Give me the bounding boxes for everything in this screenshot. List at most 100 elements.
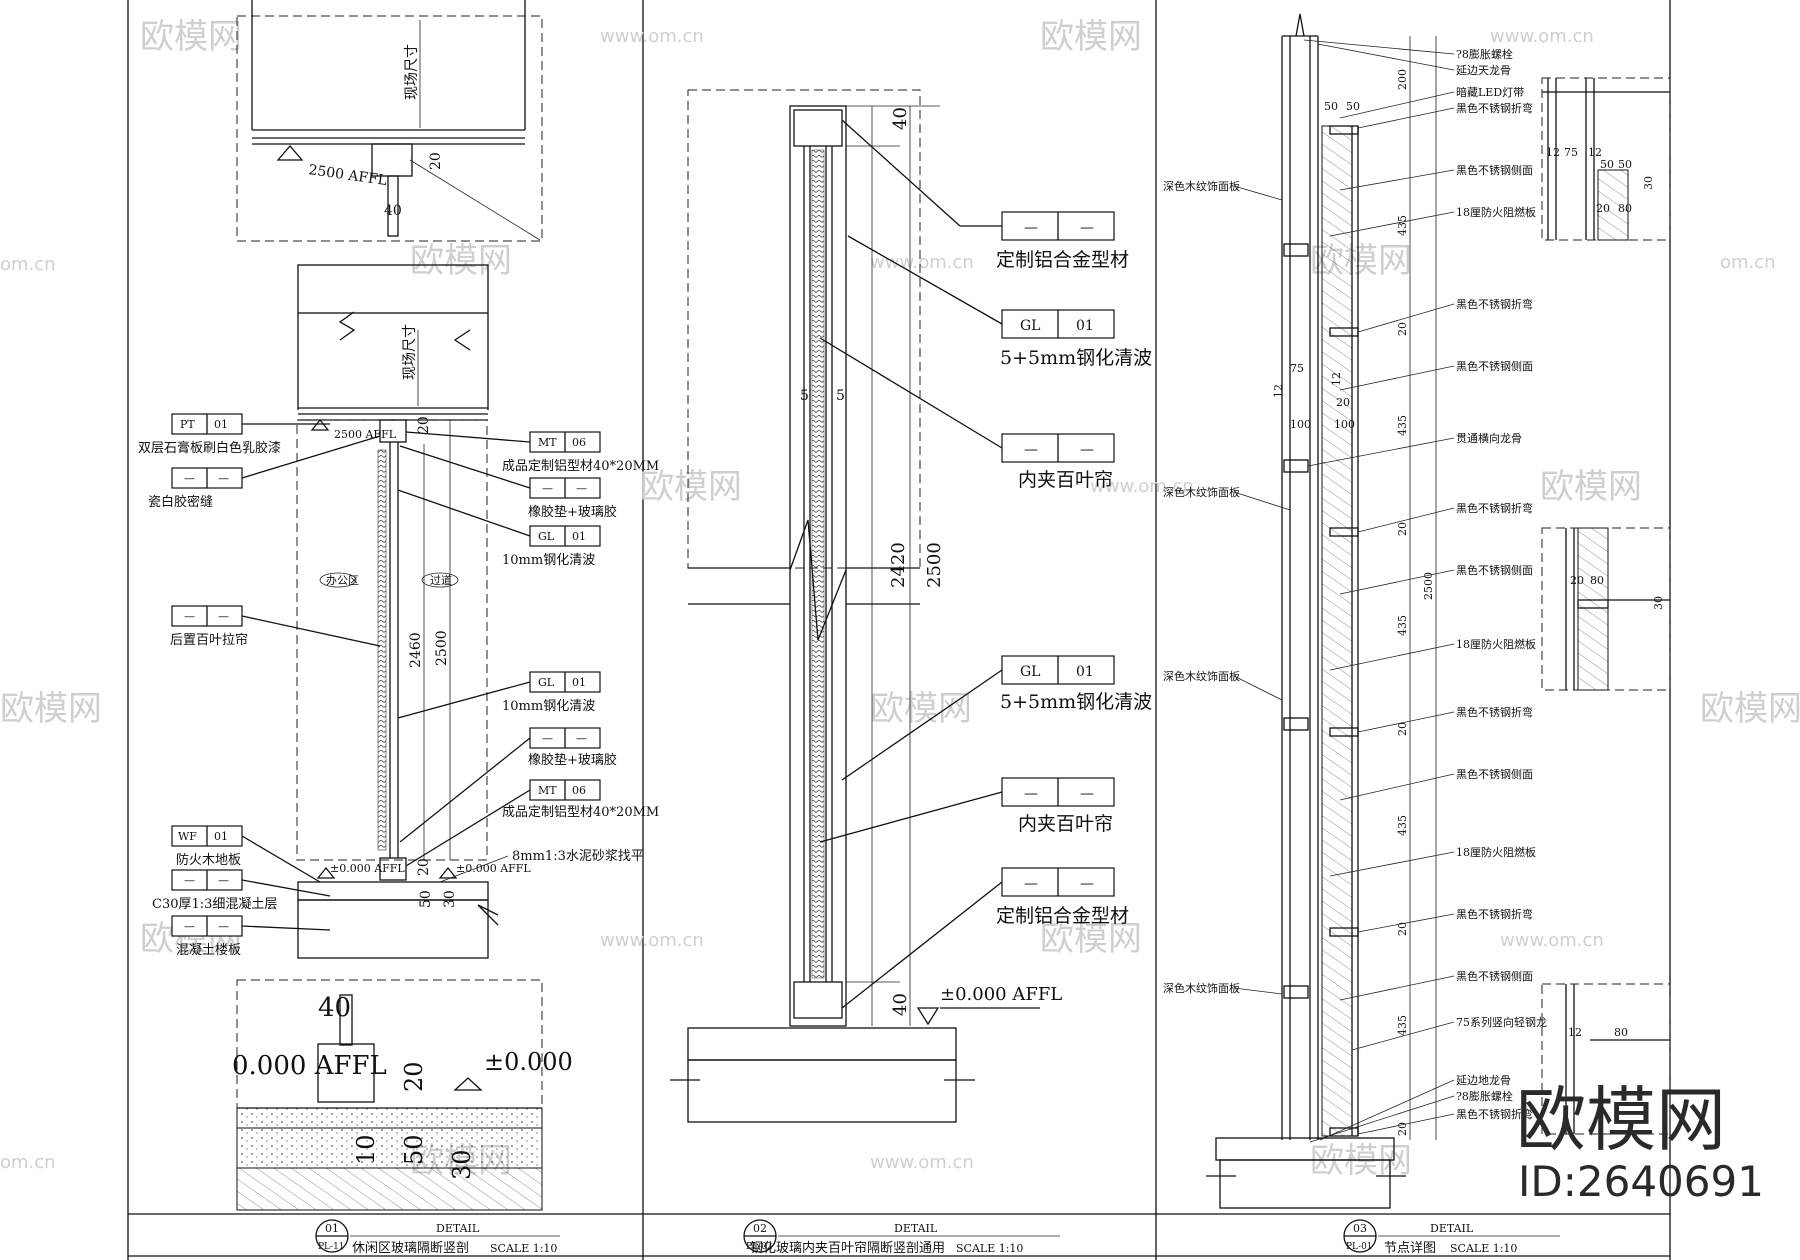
svg-text:内夹百叶帘: 内夹百叶帘 <box>1018 813 1113 835</box>
svg-text:435: 435 <box>1396 415 1409 436</box>
dim-50: 50 <box>400 1134 428 1165</box>
dim-20: 20 <box>400 1061 428 1092</box>
dim-2420: 2420 <box>888 542 909 588</box>
tag-mt06-bottom: MT 06 成品定制铝型材40*20MM <box>405 779 659 867</box>
tag-gl01-top: GL 01 10mm钢化清波 <box>397 489 601 568</box>
svg-text:—: — <box>184 610 195 623</box>
level-label: 0.000 AFFL <box>232 1051 387 1081</box>
watermark-url: www.om.cn <box>870 1152 974 1173</box>
svg-text:10mm钢化清波: 10mm钢化清波 <box>502 553 595 568</box>
svg-text:黑色不锈钢折弯: 黑色不锈钢折弯 <box>1456 705 1533 719</box>
svg-text:50: 50 <box>1346 100 1360 113</box>
svg-text:200: 200 <box>1396 69 1409 90</box>
svg-text:80: 80 <box>1614 1026 1628 1039</box>
watermark-cn: 欧模网 <box>640 467 742 507</box>
svg-text:75系列竖向轻钢龙: 75系列竖向轻钢龙 <box>1456 1015 1547 1029</box>
dim-10: 10 <box>352 1134 380 1165</box>
svg-text:GL: GL <box>538 676 555 689</box>
svg-text:—: — <box>184 472 195 485</box>
svg-text:WF: WF <box>178 830 197 843</box>
svg-text:—: — <box>542 482 553 495</box>
dim-20: 20 <box>416 858 432 876</box>
inset-middle: 20 80 30 <box>1541 527 1671 691</box>
svg-text:橡胶垫+玻璃胶: 橡胶垫+玻璃胶 <box>528 504 617 520</box>
watermark-url: www.om.cn <box>1500 930 1604 951</box>
room-label-corridor: 过道 <box>430 573 452 587</box>
level-label: ±0.000 AFFL <box>940 984 1062 1005</box>
watermark-short: om.cn <box>1720 252 1776 273</box>
dim-20: 20 <box>428 152 444 170</box>
svg-text:成品定制铝型材40*20MM: 成品定制铝型材40*20MM <box>502 805 659 820</box>
svg-text:DETAIL: DETAIL <box>1430 1222 1474 1235</box>
panel-3-node-detail: 200 435 20 435 20 2500 435 20 435 20 435… <box>1163 13 1671 1256</box>
svg-text:深色木纹饰面板: 深色木纹饰面板 <box>1163 179 1240 193</box>
tag-screed: — — C30厚1:3细混凝土层 <box>152 869 331 912</box>
svg-text:黑色不锈钢侧面: 黑色不锈钢侧面 <box>1456 767 1533 781</box>
svg-text:12: 12 <box>1330 372 1343 386</box>
svg-text:01: 01 <box>1076 664 1094 680</box>
svg-text:20: 20 <box>1570 574 1584 587</box>
svg-text:GL: GL <box>1020 664 1040 680</box>
svg-text:?8膨胀螺栓: ?8膨胀螺栓 <box>1456 1089 1513 1103</box>
tag-alu-profile-top: — — 定制铝合金型材 <box>841 119 1129 271</box>
svg-text:—: — <box>576 482 587 495</box>
detail-title: 休闲区玻璃隔断竖剖 <box>352 1241 469 1256</box>
svg-text:20: 20 <box>1396 322 1409 336</box>
svg-text:03: 03 <box>1353 1222 1367 1235</box>
level-label: ±0.000 AFFL <box>456 862 531 875</box>
tag-slab: — — 混凝土楼板 <box>171 915 331 958</box>
svg-text:后置百叶拉帘: 后置百叶拉帘 <box>170 632 248 648</box>
svg-text:黑色不锈钢侧面: 黑色不锈钢侧面 <box>1456 163 1533 177</box>
dim-2500: 2500 <box>434 630 450 666</box>
watermark-cn: 欧模网 <box>1040 919 1142 959</box>
svg-text:黑色不锈钢折弯: 黑色不锈钢折弯 <box>1456 1107 1533 1121</box>
dim-40: 40 <box>890 993 911 1016</box>
svg-text:—: — <box>576 732 587 745</box>
dim-30: 30 <box>448 1149 476 1180</box>
svg-text:DETAIL: DETAIL <box>894 1222 938 1235</box>
watermark-cn: 欧模网 <box>140 17 242 57</box>
watermark-cn: 欧模网 <box>1540 467 1642 507</box>
watermark-short: om.cn <box>0 1152 56 1173</box>
tag-sealant: — — 瓷白胶密缝 <box>148 435 381 510</box>
title-block-01: 01 PL-11 DETAIL 休闲区玻璃隔断竖剖 SCALE 1:10 <box>315 1219 560 1256</box>
svg-text:435: 435 <box>1396 615 1409 636</box>
brand-logo-text: 欧模网 <box>1516 1079 1726 1161</box>
panel-2-partition-section: 5 5 40 2420 2500 40 ±0.000 AFFL — — 定制铝合… <box>670 89 1152 1256</box>
svg-text:贯通横向龙骨: 贯通横向龙骨 <box>1456 431 1522 445</box>
svg-text:MT: MT <box>538 436 557 449</box>
svg-text:50: 50 <box>1324 100 1338 113</box>
svg-text:—: — <box>218 874 229 887</box>
svg-text:50: 50 <box>1600 158 1614 171</box>
svg-text:PL-01: PL-01 <box>1346 1242 1373 1252</box>
svg-text:01: 01 <box>572 676 586 689</box>
svg-text:30: 30 <box>1642 176 1655 190</box>
svg-text:双层石膏板刷白色乳胶漆: 双层石膏板刷白色乳胶漆 <box>138 440 281 456</box>
svg-text:?8膨胀螺栓: ?8膨胀螺栓 <box>1456 47 1513 61</box>
svg-text:—: — <box>1024 442 1038 458</box>
svg-text:MT: MT <box>538 784 557 797</box>
svg-text:80: 80 <box>1590 574 1604 587</box>
svg-text:18厘防火阻燃板: 18厘防火阻燃板 <box>1456 637 1536 651</box>
svg-text:5+5mm钢化清波: 5+5mm钢化清波 <box>1000 691 1152 713</box>
svg-text:黑色不锈钢侧面: 黑色不锈钢侧面 <box>1456 969 1533 983</box>
svg-text:20: 20 <box>1336 396 1350 409</box>
svg-text:SCALE 1:10: SCALE 1:10 <box>490 1242 557 1255</box>
tag-gl01-bottom: GL 01 10mm钢化清波 <box>397 671 601 719</box>
svg-text:06: 06 <box>572 436 586 449</box>
level-label: ±0.000 <box>484 1048 573 1076</box>
title-block-03: 03 PL-01 DETAIL 节点详图 SCALE 1:10 <box>1343 1219 1560 1256</box>
svg-text:—: — <box>542 732 553 745</box>
svg-text:PT: PT <box>180 418 195 431</box>
watermark-url: www.om.cn <box>870 252 974 273</box>
svg-text:01: 01 <box>325 1222 339 1235</box>
watermark-url: www.om.cn <box>1490 26 1594 47</box>
field-dim: 现场尺寸 <box>402 324 418 380</box>
level-label: ±0.000 AFFL <box>330 862 405 875</box>
svg-text:—: — <box>1080 220 1094 236</box>
svg-text:5+5mm钢化清波: 5+5mm钢化清波 <box>1000 347 1152 369</box>
dim-2460: 2460 <box>408 632 424 668</box>
svg-text:黑色不锈钢折弯: 黑色不锈钢折弯 <box>1456 297 1533 311</box>
svg-text:435: 435 <box>1396 215 1409 236</box>
